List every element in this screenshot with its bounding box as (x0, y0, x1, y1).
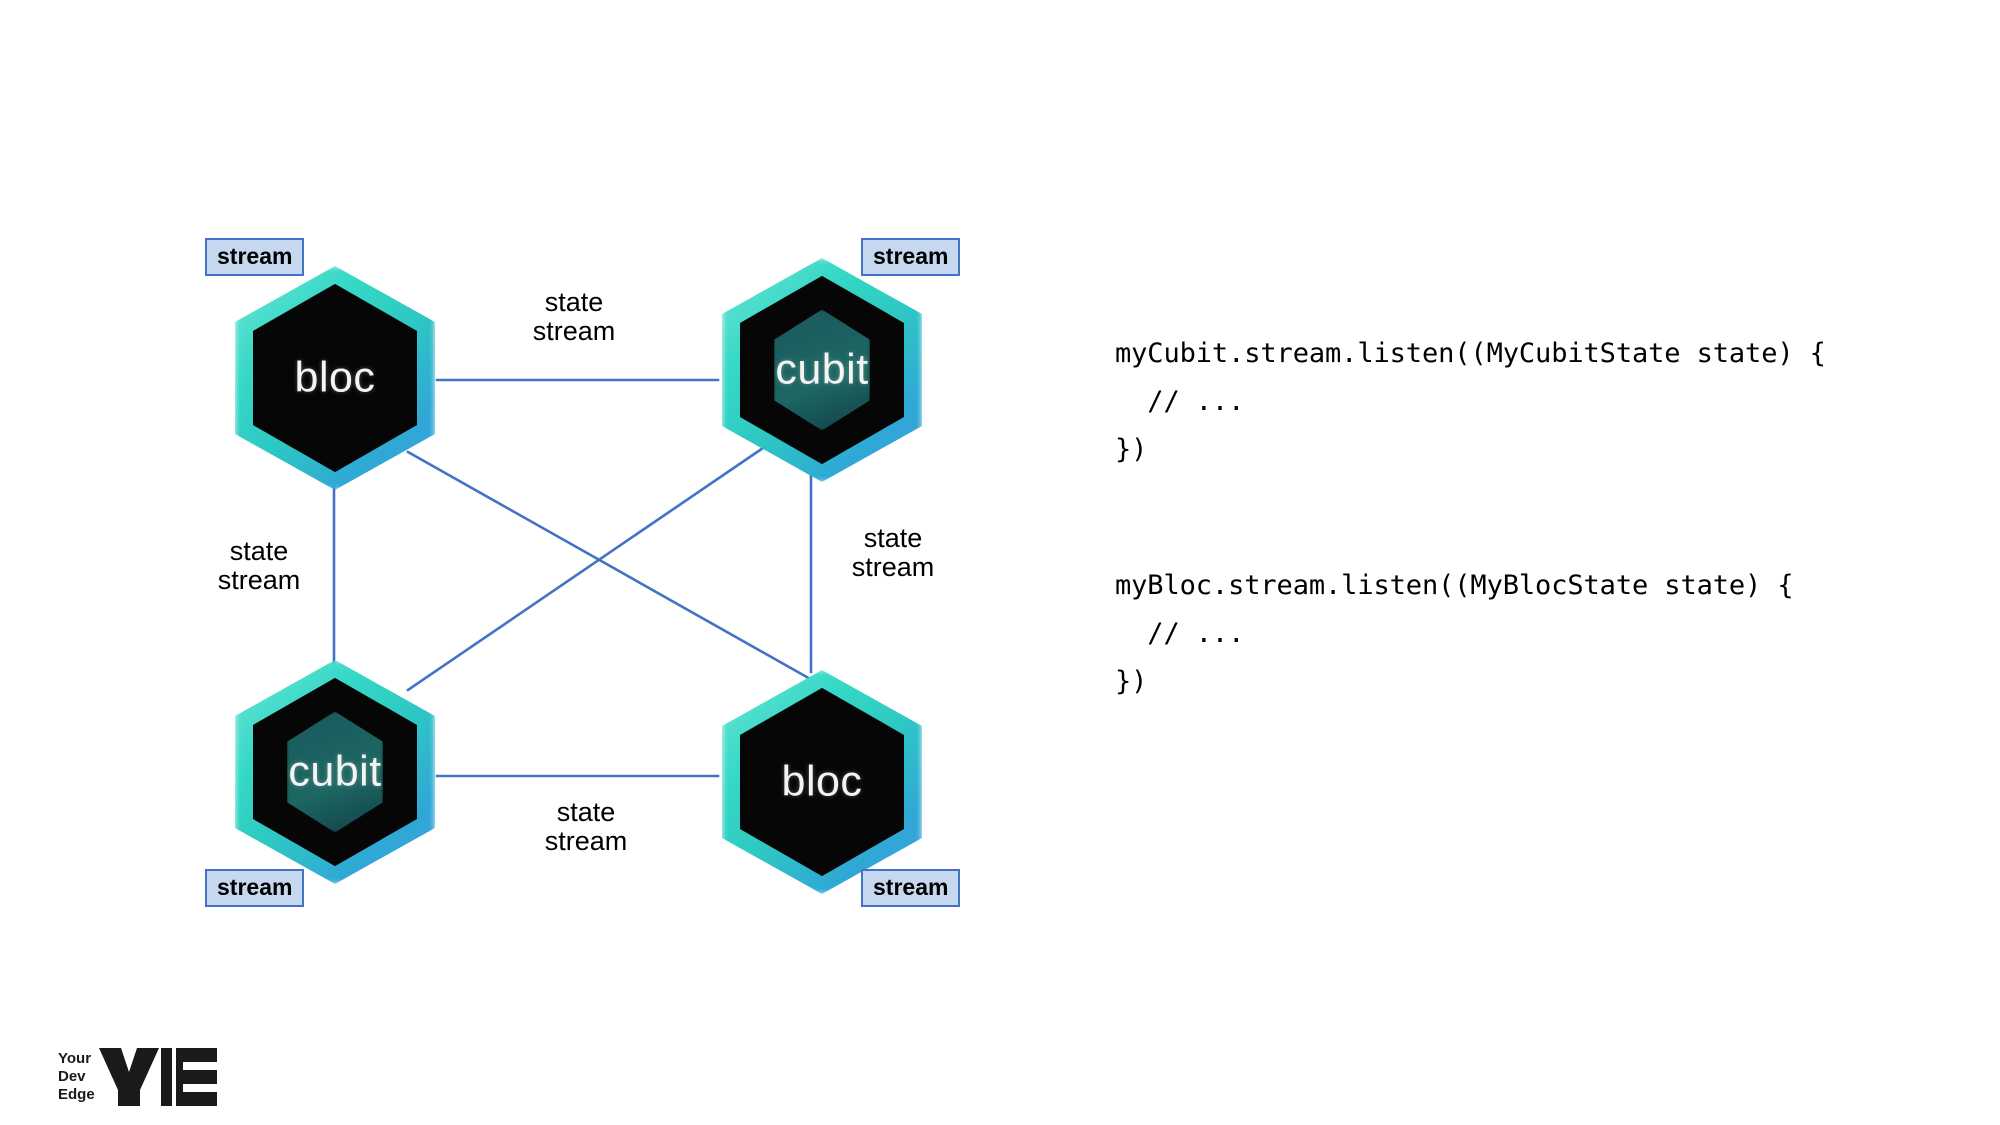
edge-label-line-1: state (229, 535, 289, 566)
hexagon-node-cubit-top-right: cubit (722, 258, 922, 482)
code-block-cubit-listen: myCubit.stream.listen((MyCubitState stat… (1115, 338, 1826, 466)
hexagon-node-bloc-bottom-right: bloc (722, 670, 922, 894)
stream-badge-badge-top-right: stream (861, 238, 961, 277)
diagram-edges (332, 378, 814, 778)
logo-tagline-line-1: Your (58, 1049, 92, 1067)
code-block-bloc-listen: myBloc.stream.listen((MyBlocState state)… (1115, 570, 1794, 698)
edge-label-line-1: state (863, 522, 923, 553)
edge-diagonal-down (406, 450, 814, 682)
edge-label-line-2: stream (217, 565, 301, 595)
hexagon-label: cubit (775, 345, 869, 394)
logo-wordmark-yide (98, 1048, 217, 1106)
edge-label-line-2: stream (532, 316, 616, 346)
yide-logo: Your Dev Edge (58, 1046, 217, 1108)
hexagon-label: cubit (288, 747, 382, 796)
edge-label-line-2: stream (851, 552, 935, 582)
stream-badge-badge-bottom-right: stream (861, 869, 961, 908)
logo-tagline-line-2: Dev (58, 1067, 86, 1085)
hexagon-inner-gradient (287, 711, 383, 833)
hexagon-label: bloc (294, 353, 376, 402)
edge-label-line-1: state (556, 796, 616, 827)
stream-badge-badge-top-left: stream (205, 238, 305, 277)
hexagon-core (253, 283, 417, 473)
logo-tagline: Your Dev Edge (58, 1050, 95, 1105)
stream-badge-badge-bottom-left: stream (205, 869, 305, 908)
hexagon-node-cubit-bottom-left: cubit (235, 660, 435, 884)
code-snippet-column: myCubit.stream.listen((MyCubitState stat… (1115, 330, 1975, 706)
hexagon-node-bloc-top-left: bloc (235, 266, 435, 490)
logo-tagline-line-3: Edge (58, 1086, 95, 1104)
edge-label-line-1: state (544, 286, 604, 317)
hexagon-label: bloc (781, 757, 863, 806)
edge-diagonal-up (406, 446, 765, 692)
state-stream-diagram: bloc cubit cubit bloc stream stream stream str… (0, 0, 1060, 1000)
edge-label-line-2: stream (544, 826, 628, 856)
